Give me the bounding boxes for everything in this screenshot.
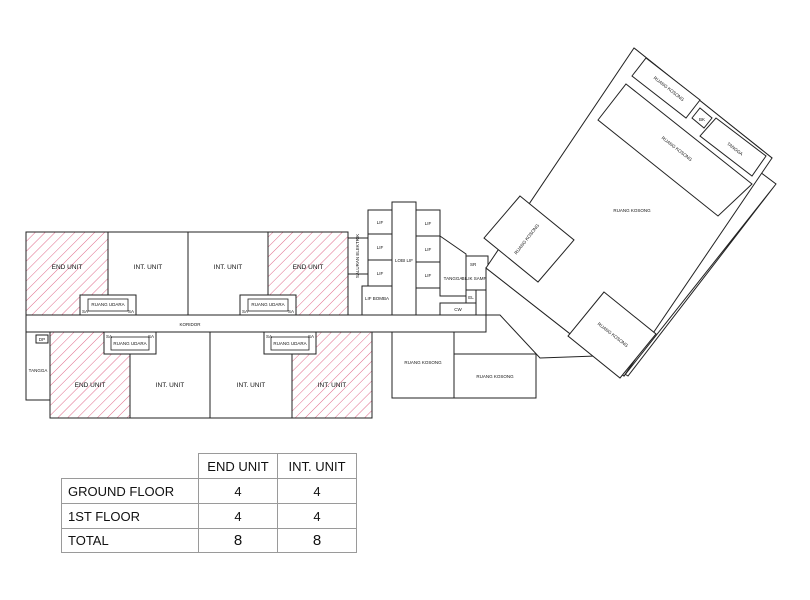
dp-box xyxy=(35,334,49,344)
cw-label: CW xyxy=(454,307,462,312)
el-box xyxy=(465,289,477,304)
stair-core-label: TANGGA xyxy=(444,276,463,281)
air-well-upper-1-inner xyxy=(87,298,129,312)
sa-label: SA xyxy=(288,309,294,314)
core-block: SALURAN ELEKTRIK LIF LIF LIF LIF BOMBA L… xyxy=(347,201,537,399)
lift-4-label: LIF xyxy=(425,221,432,226)
air-well-lower-2-inner xyxy=(270,336,310,351)
empty-room-wing-large xyxy=(597,83,753,217)
bk-label: BK xyxy=(699,117,705,122)
fire-lift xyxy=(361,285,393,316)
air-well-upper-2-label: RUANG UDARA xyxy=(251,302,284,307)
unit-lower-1-label: END UNIT xyxy=(75,382,106,389)
row-label-total: TOTAL xyxy=(61,528,199,553)
air-well-lower-1-inner xyxy=(110,336,150,351)
unit-lower-2-label: INT. UNIT xyxy=(156,382,185,389)
empty-room-lower-1 xyxy=(391,331,455,399)
unit-lower-4-label: INT. UNIT xyxy=(318,382,347,389)
sa-label: SA xyxy=(308,334,314,339)
unit-upper-3-label: INT. UNIT xyxy=(214,264,243,271)
lift-6 xyxy=(415,261,441,289)
unit-summary-table: END UNIT INT. UNIT GROUND FLOOR 4 4 1ST … xyxy=(61,453,357,553)
unit-upper-4-label: END UNIT xyxy=(293,264,324,271)
refuse-room-label: BILIK SAMPAH xyxy=(462,276,493,281)
sa-label: SA xyxy=(266,334,272,339)
electrical-riser-label: SALURAN ELEKTRIK xyxy=(355,234,360,278)
empty-room-wing-top xyxy=(631,57,701,119)
lift-2 xyxy=(367,233,393,261)
rotated-wing: RUANG KOSONG RUANG KOSONG BK TANGGA RUAN… xyxy=(483,47,777,379)
sa-label: SA xyxy=(242,309,248,314)
cell-1st-int: 4 xyxy=(277,503,357,529)
el-label: EL xyxy=(468,295,474,300)
cell-1st-end: 4 xyxy=(198,503,278,529)
stair-core xyxy=(439,235,467,297)
table-header-blank xyxy=(62,454,199,479)
lift-6-label: LIF xyxy=(425,273,432,278)
empty-room-wing-bottom xyxy=(567,291,657,379)
stair-wing xyxy=(699,117,767,177)
main-block: END UNIT INT. UNIT INT. UNIT END UNIT RU… xyxy=(25,231,487,419)
lift-4 xyxy=(415,209,441,237)
table-row: TOTAL 8 8 xyxy=(61,528,357,553)
empty-room-lower-2-label: RUANG KOSONG xyxy=(476,374,514,379)
fire-lift-label: LIF BOMBA xyxy=(365,296,389,301)
empty-room-wing-center-label: RUANG KOSONG xyxy=(613,208,651,213)
lift-1-label: LIF xyxy=(377,220,384,225)
air-well-lower-1-label: RUANG UDARA xyxy=(113,341,146,346)
corridor-label: KORIDOR xyxy=(179,322,201,327)
air-well-upper-1-label: RUANG UDARA xyxy=(91,302,124,307)
table-header-row: END UNIT INT. UNIT xyxy=(62,453,357,479)
lift-3-label: LIF xyxy=(377,271,384,276)
service-strip xyxy=(439,302,477,316)
air-well-lower-2-label: RUANG UDARA xyxy=(273,341,306,346)
column-header-end-unit: END UNIT xyxy=(198,453,278,479)
floor-plan: END UNIT INT. UNIT INT. UNIT END UNIT RU… xyxy=(25,47,777,419)
cell-ground-end: 4 xyxy=(198,478,278,504)
empty-room-lower-1-label: RUANG KOSONG xyxy=(404,360,442,365)
cell-total-end: 8 xyxy=(198,528,278,553)
column-header-int-unit: INT. UNIT xyxy=(277,453,357,479)
table-row: GROUND FLOOR 4 4 xyxy=(61,478,357,504)
lift-lobby-label: LOBI LIF xyxy=(395,258,413,263)
sa-label: SA xyxy=(106,334,112,339)
corridor xyxy=(25,314,487,333)
air-well-lower-1 xyxy=(103,331,157,355)
sr-label: SR xyxy=(470,262,477,267)
unit-upper-1-label: END UNIT xyxy=(52,264,83,271)
empty-room-lower-2 xyxy=(453,353,537,399)
air-well-lower-2 xyxy=(263,331,317,355)
unit-upper-2-label: INT. UNIT xyxy=(134,264,163,271)
unit-lower-3-label: INT. UNIT xyxy=(237,382,266,389)
cell-total-int: 8 xyxy=(277,528,357,553)
sa-label: SA xyxy=(148,334,154,339)
air-well-upper-2-inner xyxy=(247,298,289,312)
bk-room xyxy=(691,107,713,129)
row-label-ground-floor: GROUND FLOOR xyxy=(61,478,199,504)
sa-label: SA xyxy=(82,309,88,314)
wing-outline-main xyxy=(485,47,773,377)
lift-1 xyxy=(367,209,393,235)
dp-label: DP xyxy=(39,337,45,342)
lift-lobby xyxy=(391,201,417,316)
table-row: 1ST FLOOR 4 4 xyxy=(61,503,357,529)
empty-room-wing-left xyxy=(483,195,575,283)
stair-left-label: TANGGA xyxy=(29,368,48,373)
lift-2-label: LIF xyxy=(377,245,384,250)
cell-ground-int: 4 xyxy=(277,478,357,504)
lift-5-label: LIF xyxy=(425,247,432,252)
row-label-1st-floor: 1ST FLOOR xyxy=(61,503,199,529)
sa-label: SA xyxy=(128,309,134,314)
